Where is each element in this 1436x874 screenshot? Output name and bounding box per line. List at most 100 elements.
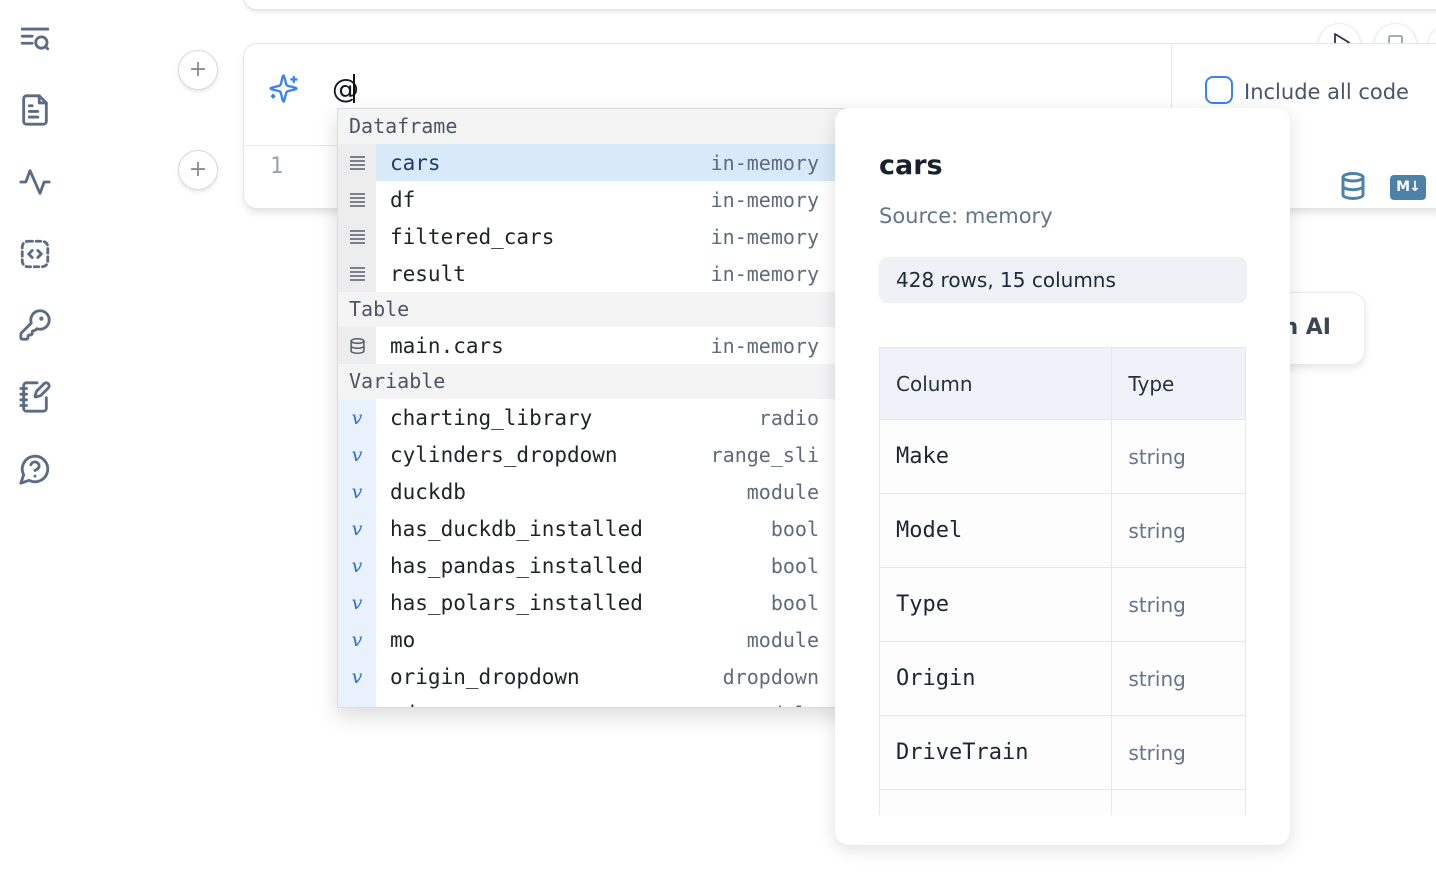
completion-type: in-memory [710,224,819,249]
include-all-code-checkbox[interactable] [1205,76,1233,104]
autocomplete-item-body: cylinders_dropdown range_sli [376,436,846,473]
autocomplete-item-body: pd module [376,695,846,708]
variable-icon: v [352,703,363,708]
variable-icon: v [351,554,363,577]
completion-name: df [390,187,416,212]
column-name-cell: Model [879,493,1113,568]
completion-type: module [746,627,819,652]
variable-icon: v [338,436,376,473]
completion-name: origin_dropdown [390,664,580,689]
autocomplete-item[interactable]: v origin_dropdown dropdown [338,658,846,695]
autocomplete-item-body: has_duckdb_installed bool [376,510,846,547]
variable-icon: v [351,480,363,503]
completion-type: in-memory [710,333,819,358]
autocomplete-item-body: result in-memory [376,255,846,292]
completion-name: mo [390,627,416,652]
autocomplete-item-body: charting_library radio [376,399,846,436]
column-type-cell: string [1111,715,1246,790]
snippets-code-icon[interactable] [18,237,52,271]
completion-type: bool [770,553,819,578]
activity-icon[interactable] [18,165,52,199]
schema-header-cell: Type [1111,347,1246,420]
variable-icon: v [338,399,376,436]
variable-icon: v [351,665,363,688]
completion-name: has_duckdb_installed [390,516,643,541]
autocomplete-item-body: origin_dropdown dropdown [376,658,846,695]
variable-icon: v [338,621,376,658]
column-type-cell: string [1111,567,1246,642]
autocomplete-item[interactable]: v has_polars_installed bool [338,584,846,621]
completion-name: charting_library [390,405,593,430]
completion-type: in-memory [710,261,819,286]
help-bubble-icon[interactable] [18,452,52,486]
variable-icon: v [338,510,376,547]
autocomplete-item[interactable]: v has_duckdb_installed bool [338,510,846,547]
variable-icon: v [338,584,376,621]
variable-icon: v [351,591,363,614]
completion-name: cars [390,150,441,175]
panel-source: Source: memory [879,204,1053,228]
column-name-cell: Origin [879,641,1113,716]
autocomplete-section-header: Variable [338,364,846,399]
variable-icon: v [338,547,376,584]
schema-row-clipped [879,789,1246,815]
completion-type: bool [770,590,819,615]
autocomplete-item-body: has_polars_installed bool [376,584,846,621]
completion-name: result [390,261,466,286]
completion-type: radio [758,405,819,430]
dataframe-icon [338,181,376,218]
variable-icon: v [351,443,363,466]
add-cell-below-button[interactable]: + [178,150,218,190]
checkbox-column-divider [1171,44,1172,145]
autocomplete-item-body: filtered_cars in-memory [376,218,846,255]
scratchpad-icon[interactable] [18,380,52,414]
completion-name: cylinders_dropdown [390,442,618,467]
autocomplete-item[interactable]: v cylinders_dropdown range_sli [338,436,846,473]
dataframe-icon [338,255,376,292]
variable-icon: v [351,517,363,540]
shape-badge: 428 rows, 15 columns [879,257,1247,303]
dataframe-icon [338,218,376,255]
text-cursor [353,74,355,103]
completion-type: dropdown [722,664,819,689]
database-toggle-icon[interactable] [1338,170,1368,202]
autocomplete-item[interactable]: v charting_library radio [338,399,846,436]
completion-type: bool [770,516,819,541]
line-number: 1 [270,154,284,179]
autocomplete-item[interactable]: filtered_cars in-memory [338,218,846,255]
file-text-icon[interactable] [18,93,52,127]
completion-type: range_sli [710,442,819,467]
key-icon[interactable] [18,308,52,342]
markdown-toggle-icon[interactable]: M↓ [1390,175,1426,200]
dataframe-preview-panel: cars Source: memory 428 rows, 15 columns… [835,108,1290,845]
completion-name: filtered_cars [390,224,555,249]
completion-name: has_polars_installed [390,590,643,615]
column-name-cell: Type [879,567,1113,642]
completion-name: pd [390,702,415,708]
completion-type: module [747,702,819,708]
toc-search-icon[interactable] [18,22,52,56]
autocomplete-item[interactable]: result in-memory [338,255,846,292]
autocomplete-item[interactable]: v pd module [338,695,846,708]
add-cell-above-button[interactable]: + [178,50,218,90]
include-all-code-label: Include all code [1244,80,1409,104]
variable-icon: v [338,473,376,510]
column-type-cell: string [1111,493,1246,568]
